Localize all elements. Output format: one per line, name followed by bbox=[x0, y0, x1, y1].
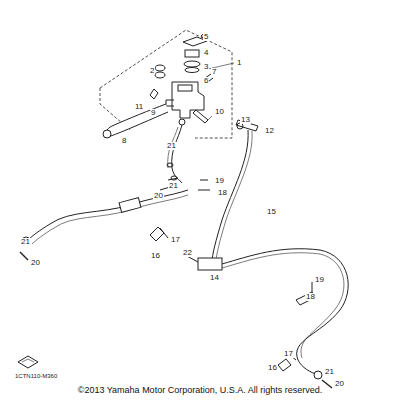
callout-number: 17 bbox=[170, 236, 181, 244]
callout-number: 21 bbox=[168, 182, 179, 190]
callout-number: 21 bbox=[166, 142, 177, 150]
callout-number: 19 bbox=[314, 276, 325, 284]
figure-code: 1CTN110-M360 bbox=[14, 373, 58, 379]
callout-number: 1 bbox=[236, 59, 242, 67]
callout-number: 11 bbox=[134, 103, 144, 111]
callout-number: 17 bbox=[283, 350, 294, 358]
callout-number: 18 bbox=[305, 293, 316, 301]
callout-number: 10 bbox=[214, 108, 225, 116]
callout-number: 6 bbox=[203, 77, 209, 85]
callout-number: 16 bbox=[267, 364, 278, 372]
callout-number: 3 bbox=[203, 63, 209, 71]
callout-number: 2 bbox=[149, 67, 155, 75]
callout-number: 18 bbox=[217, 189, 228, 197]
callout-number: 19 bbox=[214, 177, 225, 185]
callout-number: 20 bbox=[153, 192, 164, 200]
callout-number: 21 bbox=[20, 238, 31, 246]
callout-number: 13 bbox=[240, 116, 251, 124]
callout-number: 7 bbox=[211, 68, 217, 76]
callout-number: 4 bbox=[203, 49, 209, 57]
callout-number: 9 bbox=[150, 109, 156, 117]
callout-number: 12 bbox=[264, 127, 275, 135]
copyright-caption: ©2013 Yamaha Motor Corporation, U.S.A. A… bbox=[0, 385, 400, 395]
callout-number: 15 bbox=[266, 208, 277, 216]
callout-number: 5 bbox=[203, 33, 209, 41]
callout-number: 21 bbox=[324, 368, 335, 376]
callout-number: 14 bbox=[209, 274, 220, 282]
callout-number: 8 bbox=[121, 137, 127, 145]
callout-number: 16 bbox=[150, 252, 161, 260]
callout-number: 22 bbox=[182, 249, 193, 257]
callout-number: 20 bbox=[30, 259, 41, 267]
callout-number: 20 bbox=[334, 380, 345, 388]
